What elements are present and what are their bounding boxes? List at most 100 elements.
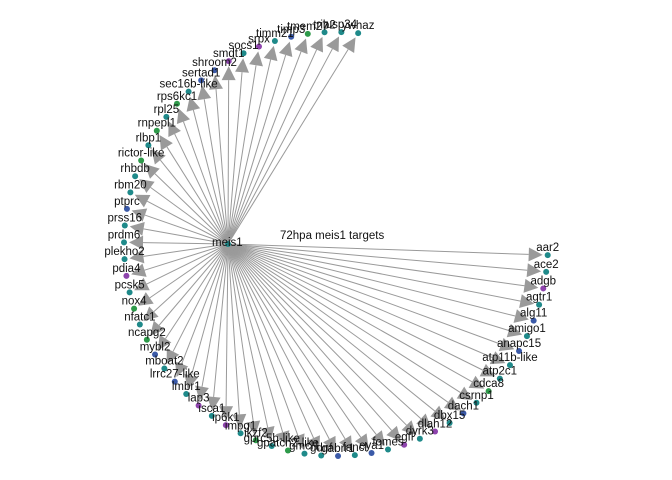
arrowhead-dbx15 [430, 405, 446, 420]
node-fomes[interactable] [385, 446, 392, 453]
node-anapc15[interactable] [516, 347, 523, 354]
arrowhead-rnpepl1 [159, 134, 173, 151]
edge-fomes [227, 243, 377, 435]
node-alg11[interactable] [530, 317, 537, 324]
node-rhbdb[interactable] [132, 173, 139, 180]
edge-rnpepl1 [166, 146, 229, 245]
node-plekho2[interactable] [121, 256, 128, 263]
node-gmcl1[interactable] [301, 450, 308, 457]
node-sec16b-like[interactable] [185, 88, 192, 95]
node-sertad1[interactable] [198, 77, 205, 84]
hub-node[interactable] [225, 241, 231, 247]
node-csrnp1[interactable] [473, 399, 480, 406]
node-dach1[interactable] [460, 410, 467, 417]
arrowhead-cdca8 [468, 375, 485, 389]
node-mybl2[interactable] [152, 351, 159, 358]
node-ncapg2[interactable] [143, 336, 150, 343]
node-timp3[interactable] [288, 33, 295, 40]
arrowhead-dyrk3 [401, 420, 417, 436]
node-aar2[interactable] [544, 252, 551, 259]
node-agtr1[interactable] [536, 301, 543, 308]
node-rbm20[interactable] [127, 189, 134, 196]
edge-mboat2 [172, 243, 229, 352]
arrowhead-ip6k1 [219, 406, 234, 421]
node-label-gpatch2-like: gpatch2-like [257, 437, 319, 449]
node-dbx15[interactable] [446, 419, 453, 426]
node-gdnf[interactable] [318, 452, 325, 459]
node-rnpepl1[interactable] [153, 127, 160, 134]
node-ikzf2[interactable] [252, 437, 259, 444]
node-mboat2[interactable] [161, 365, 168, 372]
node-cdca8[interactable] [485, 388, 492, 395]
node-lrrc27-like[interactable] [171, 378, 178, 385]
edge-isca1 [213, 243, 229, 397]
node-eya1[interactable] [368, 450, 375, 457]
node-atp2c1[interactable] [496, 375, 503, 382]
arrowhead-timp3 [278, 41, 293, 58]
node-lmbr1[interactable] [183, 391, 190, 398]
arrowhead-lrrc27-like [175, 361, 189, 378]
node-rpl25[interactable] [163, 113, 170, 120]
node-smdt1[interactable] [225, 58, 232, 65]
node-isca1[interactable] [208, 412, 215, 419]
node-label-rbm20: rbm20 [114, 179, 147, 191]
node-gabrr1[interactable] [335, 452, 342, 459]
edge-ace2 [227, 243, 528, 271]
node-amigo1[interactable] [523, 333, 530, 340]
node-socs1[interactable] [240, 50, 247, 57]
node-pcsk5[interactable] [126, 289, 133, 296]
node-dlah12[interactable] [432, 428, 439, 435]
edge-layer [129, 36, 543, 452]
node-rictor-like[interactable] [138, 157, 145, 164]
node-impg1[interactable] [237, 430, 244, 437]
edge-cdca8 [227, 243, 473, 383]
node-atp11b-like[interactable] [506, 362, 513, 369]
edge-timm21 [227, 59, 272, 245]
node-lap3[interactable] [195, 402, 202, 409]
node-label-egfl: egfl [395, 432, 414, 444]
node-tmem27[interactable] [304, 30, 311, 37]
node-timm21[interactable] [271, 37, 278, 44]
node-shroom2[interactable] [211, 67, 218, 74]
node-ace2[interactable] [543, 268, 550, 275]
node-srpx[interactable] [255, 43, 262, 50]
node-rlbp1[interactable] [145, 142, 152, 149]
node-label-atp2c1: atp2c1 [483, 366, 518, 378]
node-trib2[interactable] [321, 29, 328, 36]
node-ptprc[interactable] [123, 205, 130, 212]
node-fancl[interactable] [351, 452, 358, 459]
node-label-lrrc27-like: lrrc27-like [150, 369, 200, 381]
edge-egfl [227, 243, 392, 431]
node-label-socs1: socs1 [229, 40, 259, 52]
node-label-lap3: lap3 [188, 392, 210, 404]
edge-adgb [227, 243, 525, 287]
edge-pcsk5 [146, 243, 229, 285]
node-ywhaz[interactable] [355, 30, 362, 37]
node-pdia4[interactable] [123, 272, 130, 279]
node-nox4[interactable] [131, 305, 138, 312]
node-prss16[interactable] [121, 222, 128, 229]
edge-lap3 [201, 243, 229, 387]
arrowhead-ptprc [131, 208, 148, 222]
node-gprc5b-like[interactable] [268, 443, 275, 450]
node-label-dyrk3: dyrk3 [406, 426, 434, 438]
node-ip6k1[interactable] [222, 422, 229, 429]
edge-ncapg2 [158, 243, 229, 326]
node-label-rnpepl1: rnpepl1 [138, 118, 176, 130]
node-label-usp34: usp34 [326, 19, 358, 31]
node-dyrk3[interactable] [416, 435, 423, 442]
node-egfl[interactable] [401, 441, 408, 448]
arrowhead-gmcl1 [291, 433, 305, 449]
arrowhead-plekho2 [129, 249, 145, 264]
node-rps6kc1[interactable] [173, 100, 180, 107]
node-usp34[interactable] [338, 29, 345, 36]
node-nfatc1[interactable] [136, 321, 143, 328]
edge-rps6kc1 [183, 121, 229, 245]
arrowhead-rps6kc1 [176, 108, 191, 125]
node-gpatch2-like[interactable] [284, 447, 291, 454]
edge-sec16b-like [192, 109, 229, 245]
edge-lmbr1 [190, 243, 229, 376]
node-adgb[interactable] [540, 285, 547, 292]
node-prdm6[interactable] [121, 239, 128, 246]
edge-aar2 [227, 243, 529, 255]
